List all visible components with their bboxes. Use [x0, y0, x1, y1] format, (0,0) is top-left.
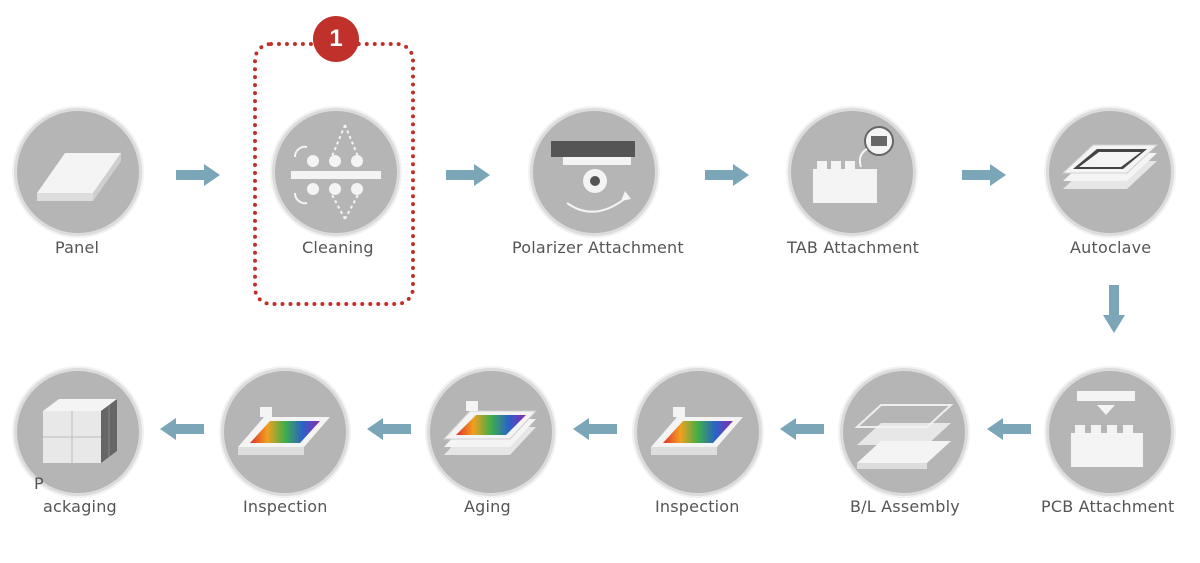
- arrow-down-icon: [1103, 285, 1125, 333]
- tab-chip-icon: [788, 108, 916, 236]
- step-inspection-2: [221, 368, 351, 498]
- arrow-left-icon: [780, 418, 824, 440]
- label-inspection-1: Inspection: [655, 497, 740, 516]
- arrow-right-icon: [446, 164, 490, 186]
- label-bl-assembly: B/L Assembly: [850, 497, 960, 516]
- step-pcb-attachment: [1046, 368, 1176, 498]
- label-tab-attachment: TAB Attachment: [787, 238, 920, 257]
- step-polarizer-attachment: [530, 108, 660, 238]
- step-tab-attachment: [788, 108, 918, 238]
- step-aging: [427, 368, 557, 498]
- arrow-right-icon: [705, 164, 749, 186]
- inspection-panel-icon: [634, 368, 762, 496]
- step-packaging: [14, 368, 144, 498]
- inspection-panel-icon: [221, 368, 349, 496]
- label-autoclave: Autoclave: [1070, 238, 1152, 257]
- cleaning-icon: [272, 108, 400, 236]
- panel-icon: [14, 108, 142, 236]
- backlight-assembly-icon: [840, 368, 968, 496]
- label-aging: Aging: [464, 497, 511, 516]
- step-cleaning: [272, 108, 402, 238]
- step-inspection-1: [634, 368, 764, 498]
- label-packaging-initial: P: [34, 474, 44, 493]
- arrow-right-icon: [962, 164, 1006, 186]
- step-autoclave: [1046, 108, 1176, 238]
- arrow-left-icon: [160, 418, 204, 440]
- step-number-badge: 1: [313, 16, 359, 62]
- label-panel: Panel: [55, 238, 100, 257]
- aging-stack-icon: [427, 368, 555, 496]
- label-packaging-rest: ackaging: [43, 497, 117, 516]
- step-panel: [14, 108, 144, 238]
- label-cleaning: Cleaning: [302, 238, 374, 257]
- polarizer-roller-icon: [530, 108, 658, 236]
- step-bl-assembly: [840, 368, 970, 498]
- arrow-left-icon: [367, 418, 411, 440]
- arrow-right-icon: [176, 164, 220, 186]
- arrow-left-icon: [573, 418, 617, 440]
- label-inspection-2: Inspection: [243, 497, 328, 516]
- autoclave-stack-icon: [1046, 108, 1174, 236]
- label-polarizer-attachment: Polarizer Attachment: [512, 238, 684, 257]
- packaging-boxes-icon: [14, 368, 142, 496]
- label-pcb-attachment: PCB Attachment: [1041, 497, 1175, 516]
- arrow-left-icon: [987, 418, 1031, 440]
- pcb-attachment-icon: [1046, 368, 1174, 496]
